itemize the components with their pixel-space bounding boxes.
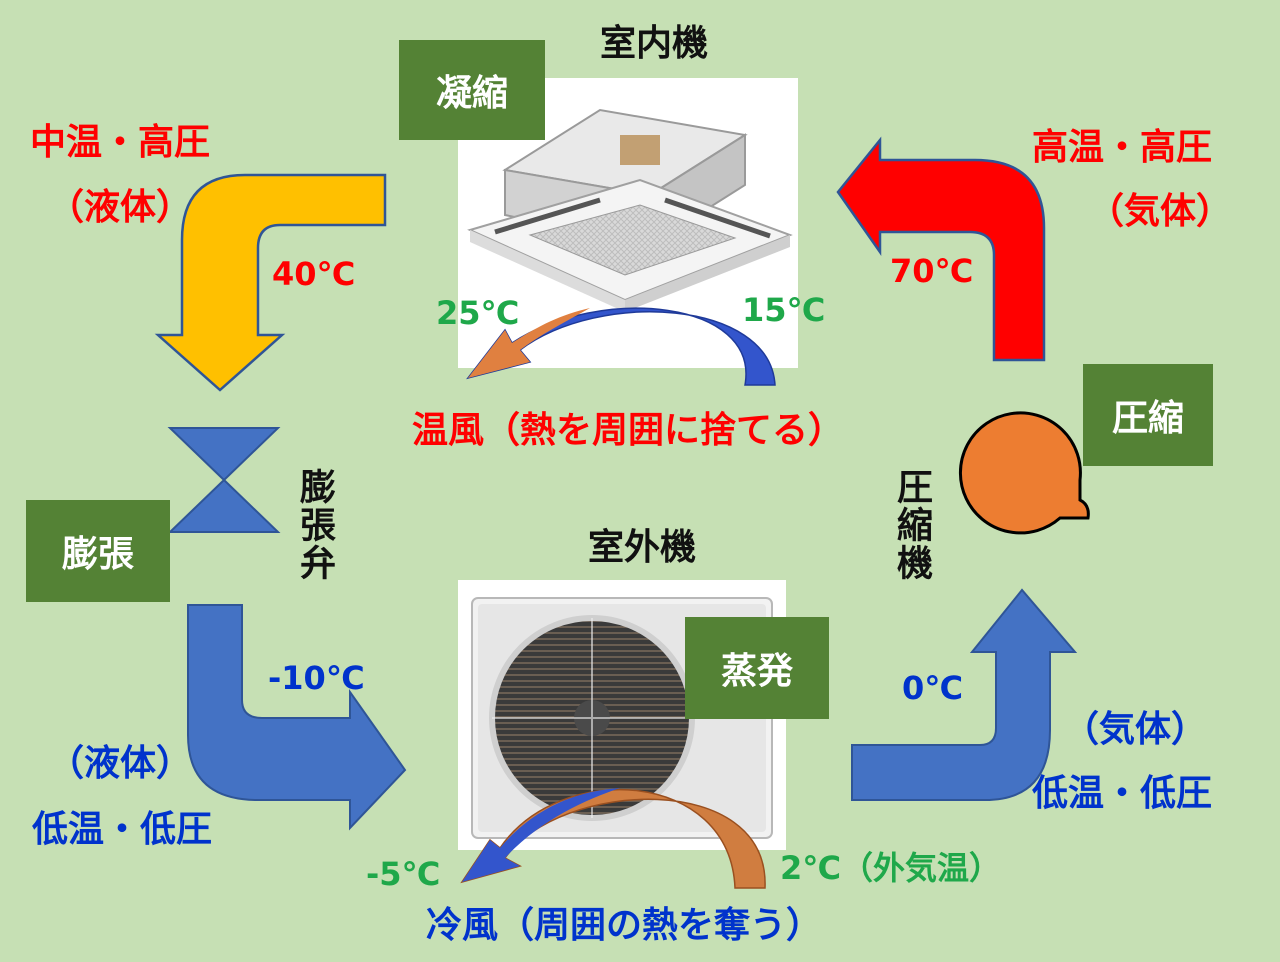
temp-15-label: 15℃: [742, 291, 826, 329]
outdoor-unit-title: 室外機: [588, 527, 697, 568]
temp-25-label: 25℃: [436, 294, 520, 332]
temp-70-label: 70℃: [890, 252, 974, 290]
gas-bottom-label: （気体）: [1063, 709, 1208, 750]
indoor-cassette-unit-image: [458, 78, 798, 368]
blue-flow-arrow-right: [851, 588, 1078, 801]
blue-flow-arrow-left: [187, 604, 407, 831]
compressor-icon: [958, 411, 1090, 535]
high-temp-high-press-label: 高温・高圧: [1032, 127, 1213, 168]
mid-temp-high-press-label: 中温・高圧: [30, 122, 211, 163]
expansion-stage-box: 膨張: [26, 500, 170, 602]
liquid-top-label: （液体）: [48, 187, 193, 228]
yellow-flow-arrow: [154, 173, 387, 392]
temp-2-outdoor-label: 2℃（外気温）: [780, 849, 1002, 887]
cold-air-caption: 冷風（周囲の熱を奪う）: [426, 905, 823, 946]
temp-40-label: 40℃: [272, 255, 356, 293]
low-temp-low-press-left-label: 低温・低圧: [32, 809, 213, 850]
compression-stage-box: 圧縮: [1083, 364, 1213, 466]
compressor-label: 圧縮機: [891, 468, 932, 582]
gas-top-label: （気体）: [1088, 191, 1233, 232]
liquid-bottom-label: （液体）: [48, 743, 193, 784]
low-temp-low-press-right-label: 低温・低圧: [1032, 773, 1213, 814]
condensation-stage-box: 凝縮: [399, 40, 545, 140]
expansion-valve-icon: [167, 427, 281, 533]
indoor-unit-title: 室内機: [600, 23, 709, 64]
temp-minus-5-label: -5℃: [366, 855, 441, 893]
evaporation-stage-box: 蒸発: [685, 617, 829, 719]
red-flow-arrow: [836, 136, 1046, 362]
warm-air-caption: 温風（熱を周囲に捨てる）: [412, 410, 845, 451]
temp-minus-10-label: -10℃: [268, 659, 365, 697]
expansion-valve-label: 膨張弁: [294, 468, 335, 582]
temp-0-label: 0℃: [902, 669, 964, 707]
